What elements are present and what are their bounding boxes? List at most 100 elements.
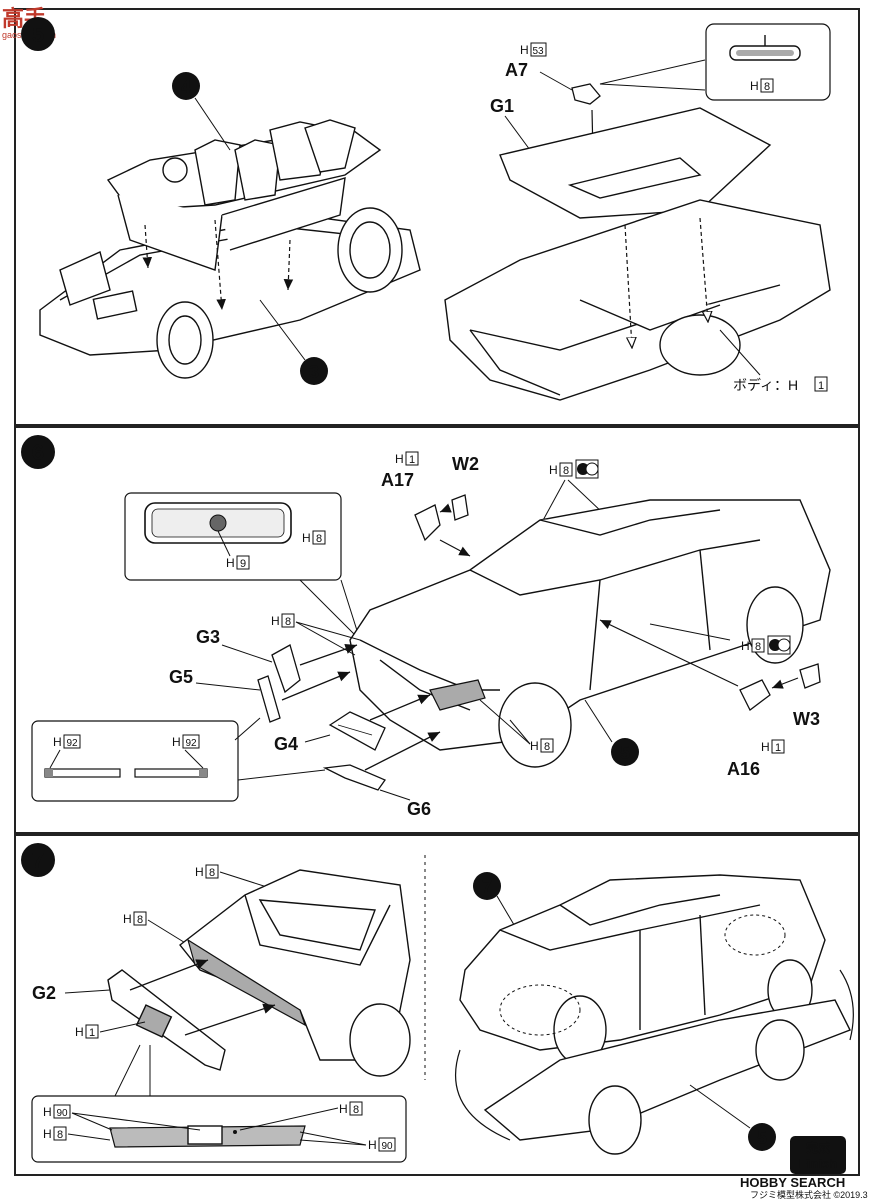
mirror-paint-code: 8 [764,81,770,93]
svg-text:H: H [339,1102,348,1116]
part-g2-drawing [107,969,226,1071]
part-g4-label: G4 [274,734,298,754]
step-7-number-badge: 7 [21,843,55,877]
svg-text:H: H [302,531,311,545]
svg-text:H: H [226,556,235,570]
svg-text:H: H [271,614,280,628]
interior-tub-drawing [106,119,382,271]
rear-view-mirror-drawing [729,35,801,61]
svg-text:H: H [195,865,204,879]
final-chassis-drawing [483,999,851,1155]
svg-text:5: 5 [757,1128,767,1148]
bumper-detail-drawing [109,1125,306,1148]
svg-text:H: H [53,735,62,749]
body-label: ボディ：H [733,377,798,393]
svg-text:7: 7 [32,848,44,873]
grille-paint-code-emblem: 9 [240,558,246,570]
svg-text:H: H [761,740,770,754]
part-w3-label: W3 [793,709,820,729]
lamp-paint-code: 8 [544,741,550,753]
svg-text:H: H [123,912,132,926]
svg-text:H: H [750,79,759,93]
svg-text:5: 5 [32,22,44,47]
svg-text:H: H [172,735,181,749]
mirror-callout-box [705,23,831,101]
hood-paint-code: 8 [137,914,143,926]
body-paint-code: 1 [818,380,824,392]
svg-text:3: 3 [309,362,319,382]
detail-paint-code-d: 90 [381,1141,393,1152]
part-w2-label: W2 [452,454,479,474]
footer-copyright: フジミ模型株式会社 ©2019.3 [750,1189,868,1200]
part-g4-drawing [328,711,386,751]
trim-paint-code: 8 [285,616,291,628]
part-g3-drawing [271,644,301,694]
svg-text:完成: 完成 [806,1140,830,1155]
part-a7-label: A7 [505,60,528,80]
front-closeup-drawing [179,869,411,1077]
body-ref-5-badge: 5 [584,699,639,766]
roof-paint-code: 8 [209,867,215,879]
part-g5-label: G5 [169,667,193,687]
part-g6-drawing [322,764,386,791]
svg-text:H: H [75,1025,84,1039]
front-grille-drawing [144,502,292,544]
two-tone-symbol [575,459,599,479]
grille-paint-code-main: 8 [316,533,322,545]
svg-text:H: H [368,1138,377,1152]
combine-5-badge: 5 [689,1084,776,1151]
part-g6-label: G6 [407,799,431,819]
part-g1-label: G1 [490,96,514,116]
a17-paint-code: 1 [409,454,415,466]
sub-step-3-badge: 3 [259,299,328,385]
a7-paint-code: 53 [532,46,544,57]
detail-paint-code-c: 8 [353,1104,359,1116]
two-tone-symbol-door [767,635,791,655]
strip-paint-code-right: 92 [185,738,197,749]
footer-brand: HOBBY SEARCH [740,1175,845,1190]
svg-text:H: H [43,1127,52,1141]
part-g3-label: G3 [196,627,220,647]
part-w3-drawing [799,663,821,689]
step-6-number-badge: 6 [21,435,55,469]
svg-text:H: H [549,463,558,477]
a16-paint-code: 1 [775,742,781,754]
svg-text:H: H [395,452,404,466]
car-body-drawing [349,499,831,768]
svg-text:H: H [741,639,750,653]
part-g5-drawing [257,675,281,723]
detail-paint-code-b: 8 [57,1129,63,1141]
trim-strips-drawing [44,768,208,778]
step-5-number-badge: 5 [21,17,55,51]
part-w2-drawing [451,494,469,521]
svg-text:6: 6 [32,440,44,465]
svg-text:H: H [520,43,529,57]
body-shell-drawing [444,199,831,401]
part-g1-drawing [499,107,772,219]
strip-callout-box [31,720,239,802]
strip-paint-code-left: 92 [66,738,78,749]
door-handle-paint-code: 8 [755,641,761,653]
svg-text:7: 7 [482,877,492,897]
part-a16-label: A16 [727,759,760,779]
final-car-drawing [459,874,826,1065]
sub-step-4-badge: 4 [172,72,231,151]
svg-text:4: 4 [181,77,191,97]
part-a17-label: A17 [381,470,414,490]
headlight-drawing [429,679,486,711]
part-a16-drawing [739,679,771,711]
part-a17-drawing [414,504,441,542]
detail-paint-code-a: 90 [56,1108,68,1119]
svg-text:H: H [530,739,539,753]
svg-text:H: H [43,1105,52,1119]
svg-text:5: 5 [620,743,630,763]
chassis-drawing [39,207,421,379]
part-a7-drawing [571,83,601,105]
body-paint-code-top: 8 [563,465,569,477]
front-panel-shaded [187,938,307,1027]
bumper-paint-code: 1 [89,1027,95,1039]
svg-text:Finish: Finish [799,1156,837,1171]
finish-badge: 完成 Finish [790,1136,846,1174]
